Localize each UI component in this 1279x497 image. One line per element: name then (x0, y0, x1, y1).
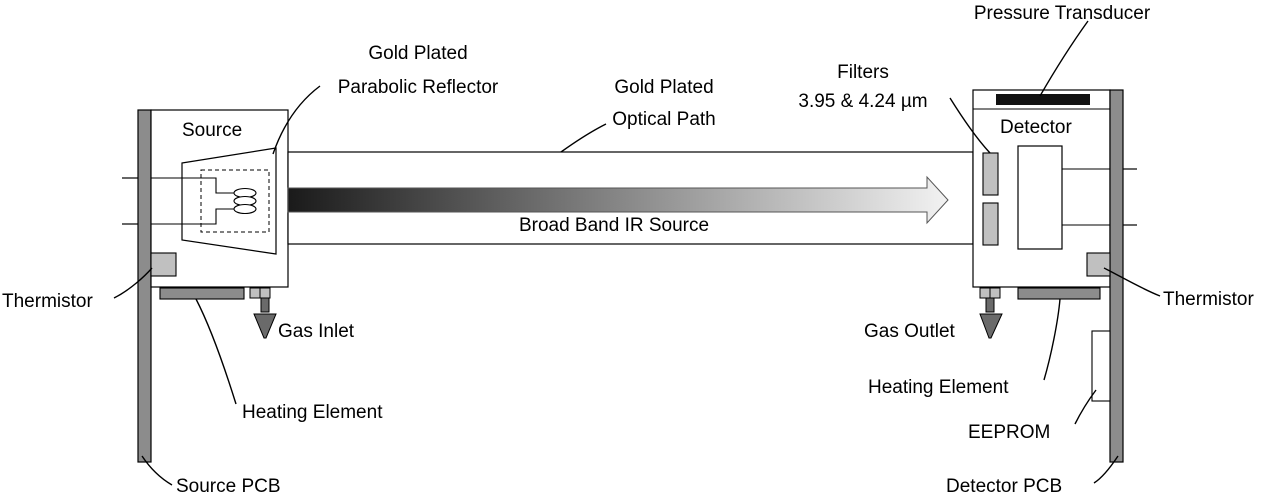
label-broadband-ir: Broad Band IR Source (519, 215, 709, 236)
label-pressure-transducer: Pressure Transducer (974, 3, 1151, 24)
label-filters-line2: 3.95 & 4.24 µm (798, 91, 927, 112)
source-heating-element (159, 287, 245, 300)
leader-heating-left (195, 298, 237, 405)
gas-inlet-valve (249, 287, 277, 339)
ir-detector (1017, 145, 1063, 250)
label-gas-inlet: Gas Inlet (278, 321, 355, 342)
leader-reflector (272, 85, 321, 155)
label-detector: Detector (1000, 117, 1072, 138)
leader-thermistor-right (1103, 267, 1161, 297)
pressure-transducer (996, 94, 1090, 105)
detector-pcb (1109, 89, 1124, 463)
parabolic-reflector (181, 147, 277, 255)
label-optical-line2: Optical Path (612, 109, 716, 130)
ir-lamp-filament (233, 187, 257, 215)
leader-thermistor-left (113, 267, 153, 299)
label-optical-line1: Gold Plated (614, 77, 713, 98)
source-thermistor (150, 252, 177, 277)
lamp-wire-bottom (151, 208, 236, 225)
eeprom-chip (1091, 330, 1111, 402)
label-thermistor-left: Thermistor (2, 291, 93, 312)
label-filters-line1: Filters (837, 62, 889, 83)
label-heating-right: Heating Element (868, 377, 1009, 398)
label-source: Source (182, 120, 242, 141)
gas-outlet-valve (979, 287, 1003, 339)
leader-filters (949, 97, 991, 154)
leader-heating-right (1043, 298, 1061, 381)
leader-eeprom (1074, 389, 1097, 425)
filter-395 (982, 152, 999, 196)
lamp-wire-top (151, 177, 236, 194)
leader-optical-path (560, 123, 607, 153)
label-thermistor-right: Thermistor (1163, 289, 1254, 310)
ir-beam-arrow (287, 175, 949, 225)
label-detector-pcb: Detector PCB (946, 476, 1062, 497)
source-pcb (137, 109, 152, 463)
filter-424 (982, 202, 999, 246)
detector-thermistor (1086, 252, 1111, 277)
label-reflector-line2: Parabolic Reflector (338, 77, 499, 98)
label-heating-left: Heating Element (242, 402, 383, 423)
leader-detector-pcb (1093, 455, 1119, 484)
leader-source-pcb (141, 455, 173, 486)
label-eeprom: EEPROM (968, 422, 1050, 443)
label-gas-outlet: Gas Outlet (864, 321, 956, 342)
detector-heating-element (1017, 287, 1101, 300)
leader-pressure (1039, 20, 1089, 97)
label-source-pcb: Source PCB (176, 476, 281, 497)
reflector-inner-outline (200, 169, 270, 233)
label-reflector-line1: Gold Plated (368, 43, 467, 64)
